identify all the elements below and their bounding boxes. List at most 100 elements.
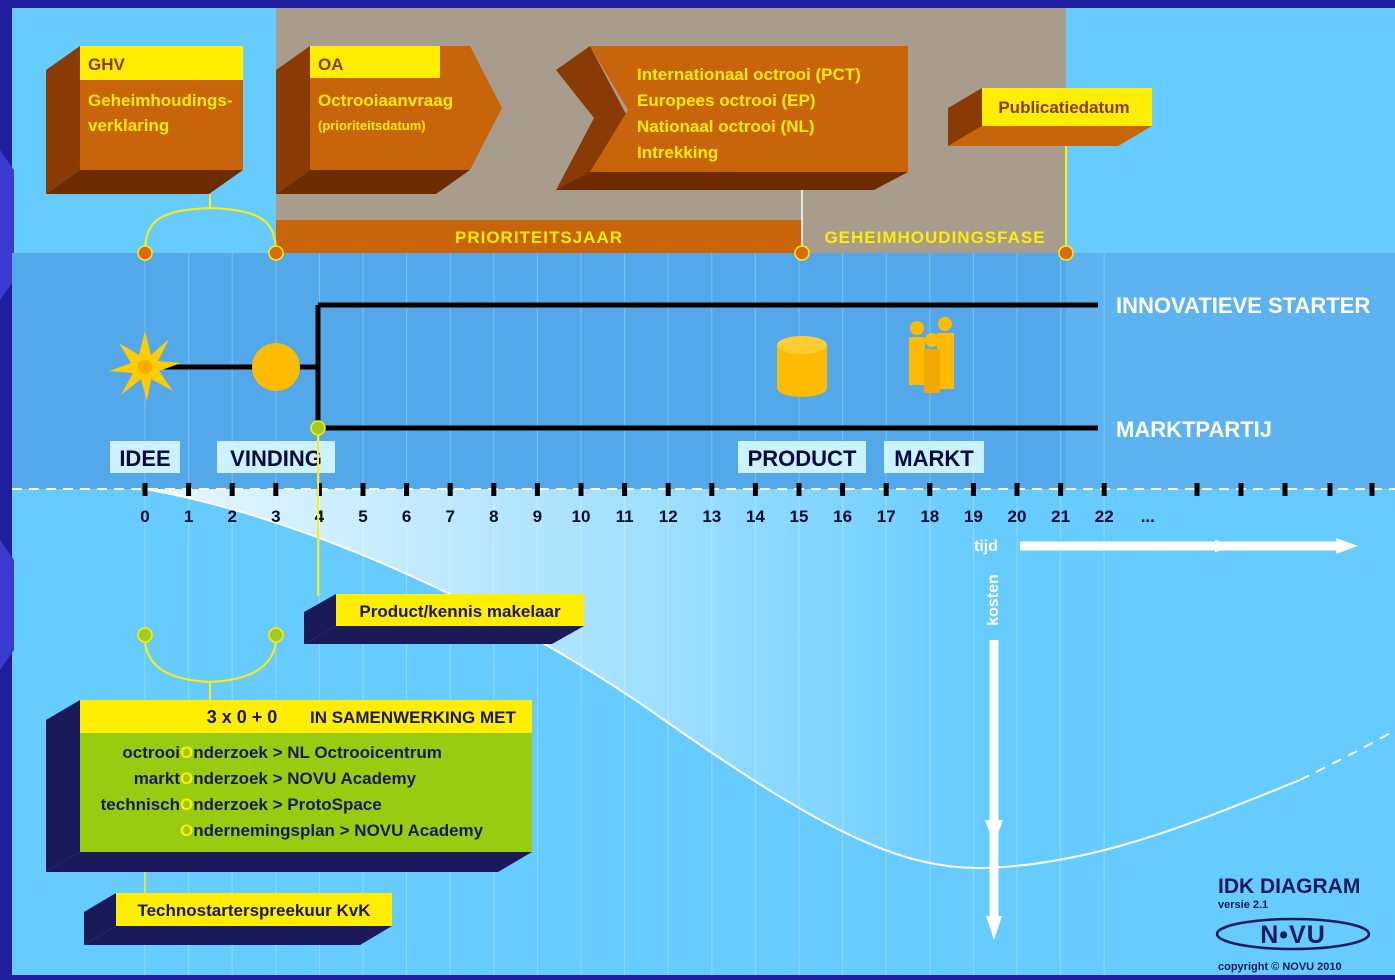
timeline-tick: [1327, 483, 1333, 496]
cost-arrow-head: [986, 916, 1002, 940]
samenwerking-row-prefix: markt: [134, 769, 181, 788]
cost-curve-extension: [1299, 729, 1395, 781]
timeline-tick: [447, 483, 453, 496]
time-arrow-head: [1336, 538, 1358, 554]
ghv-line2: verklaring: [88, 116, 169, 135]
timeline-tick-label: 17: [877, 507, 896, 526]
publicatie-label: Publicatiedatum: [998, 98, 1129, 117]
frame-decoration: [0, 150, 14, 670]
timeline-tick: [1282, 483, 1288, 496]
milestone-idee-label: IDEE: [119, 446, 170, 471]
timeline-tick: [404, 483, 410, 496]
milestone-markt: MARKT: [884, 441, 984, 473]
cost-curve: [144, 488, 1301, 870]
timeline-tick-label: 15: [790, 507, 809, 526]
node-ghv: [137, 245, 153, 261]
idea-star-icon: [109, 331, 181, 401]
samenwerking-rows: octrooi Onderzoek > NL Octrooicentrummar…: [101, 743, 484, 840]
timeline-tick-label: 1: [184, 507, 193, 526]
samenwerking-formula: 3 x 0 + 0: [207, 707, 278, 727]
timeline-tick-label: 6: [402, 507, 411, 526]
timeline-tick: [927, 483, 933, 496]
samenwerking-title: IN SAMENWERKING MET: [310, 708, 517, 727]
timeline-tick-label: 21: [1051, 507, 1070, 526]
oa-line2: (prioriteitsdatum): [318, 118, 426, 133]
timeline-tick: [273, 483, 279, 496]
branding: IDK DIAGRAM versie 2.1 N•VU copyright © …: [1215, 875, 1371, 973]
timeline-ticks: [142, 483, 1375, 496]
timeline-tick-label: 3: [271, 507, 280, 526]
ghv-box: GHV Geheimhoudings- verklaring: [46, 46, 243, 194]
brand-copyright: copyright © NOVU 2010: [1218, 961, 1342, 973]
oa-box: OA Octrooiaanvraag (prioriteitsdatum): [276, 46, 502, 194]
makelaar-label: Product/kennis makelaar: [359, 602, 561, 621]
timeline-tick-label: ...: [1141, 507, 1155, 526]
node-lower-left: [137, 627, 153, 643]
timeline-tick-label: 5: [358, 507, 367, 526]
product-cylinder-icon: [777, 336, 827, 397]
novu-logo-ring: [1215, 917, 1371, 951]
timeline-tick: [491, 483, 497, 496]
oa-line1: Octrooiaanvraag: [318, 91, 453, 110]
timeline-tick: [534, 483, 540, 496]
prioriteitsjaar-bar: [276, 220, 802, 253]
cost-label: kosten: [985, 574, 1002, 626]
timeline-tick-label: 8: [489, 507, 498, 526]
samenwerking-row-prefix: technisch: [101, 795, 180, 814]
timeline-tick-label: 11: [616, 507, 634, 526]
samenwerking-row-text: Onderzoek > NOVU Academy: [180, 769, 417, 788]
prioriteitsjaar-label: PRIORITEITSJAAR: [455, 228, 623, 247]
timeline-tick-label: 22: [1095, 507, 1114, 526]
cost-arrow-head-mid: [985, 820, 1003, 845]
node-publicatie: [1058, 245, 1074, 261]
technostarter-label: Technostarterspreekuur KvK: [137, 901, 371, 920]
timeline-tick-label: 4: [315, 507, 325, 526]
samenwerking-row-text: Onderzoek > ProtoSpace: [180, 795, 382, 814]
milestone-product-label: PRODUCT: [748, 446, 857, 471]
node-product: [794, 245, 810, 261]
timeline-tick: [1238, 483, 1244, 496]
timeline-tick: [316, 483, 322, 496]
timeline-tick-label: 0: [140, 507, 149, 526]
timeline-tick-label: 18: [920, 507, 939, 526]
timeline-tick-label: 16: [833, 507, 852, 526]
timeline-tick: [709, 483, 715, 496]
samenwerking-row-text: Ondernemingsplan > NOVU Academy: [180, 821, 484, 840]
node-split: [310, 420, 326, 436]
brand-title: IDK DIAGRAM: [1218, 875, 1360, 898]
publicatie-box: Publicatiedatum: [948, 88, 1152, 146]
timeline-tick-label: 9: [533, 507, 542, 526]
timeline-tick: [142, 483, 148, 496]
timeline-tick-label: 14: [746, 507, 765, 526]
milestone-markt-label: MARKT: [894, 446, 974, 471]
timeline-tick-label: 20: [1008, 507, 1027, 526]
track-band-extension: [1066, 253, 1395, 489]
ghv-line1: Geheimhoudings-: [88, 91, 233, 110]
timeline-tick: [1101, 483, 1107, 496]
timeline-tick-label: 2: [227, 507, 236, 526]
timeline-tick-label: 7: [445, 507, 454, 526]
samenwerking-row-prefix: octrooi: [122, 743, 180, 762]
oa-code: OA: [318, 55, 344, 74]
milestone-product: PRODUCT: [738, 441, 866, 473]
timeline-tick: [186, 483, 192, 496]
technostarter-box: Technostarterspreekuur KvK: [84, 893, 392, 945]
node-oa: [268, 245, 284, 261]
timeline-tick: [1369, 483, 1375, 496]
milestone-vinding: VINDING: [217, 441, 335, 473]
starter-track-label: INNOVATIEVE STARTER: [1116, 293, 1370, 318]
brand-version: versie 2.1: [1218, 899, 1268, 911]
ghv-code: GHV: [88, 55, 126, 74]
timeline-tick: [970, 483, 976, 496]
timeline-tick: [360, 483, 366, 496]
international-line1: Internationaal octrooi (PCT): [637, 65, 861, 84]
timeline-tick: [840, 483, 846, 496]
timeline-tick: [883, 483, 889, 496]
novu-logo: N•VU: [1260, 921, 1326, 949]
invention-ball-icon: [252, 343, 300, 391]
milestone-vinding-label: VINDING: [230, 446, 322, 471]
milestone-idee: IDEE: [110, 441, 180, 473]
timeline-tick: [1058, 483, 1064, 496]
